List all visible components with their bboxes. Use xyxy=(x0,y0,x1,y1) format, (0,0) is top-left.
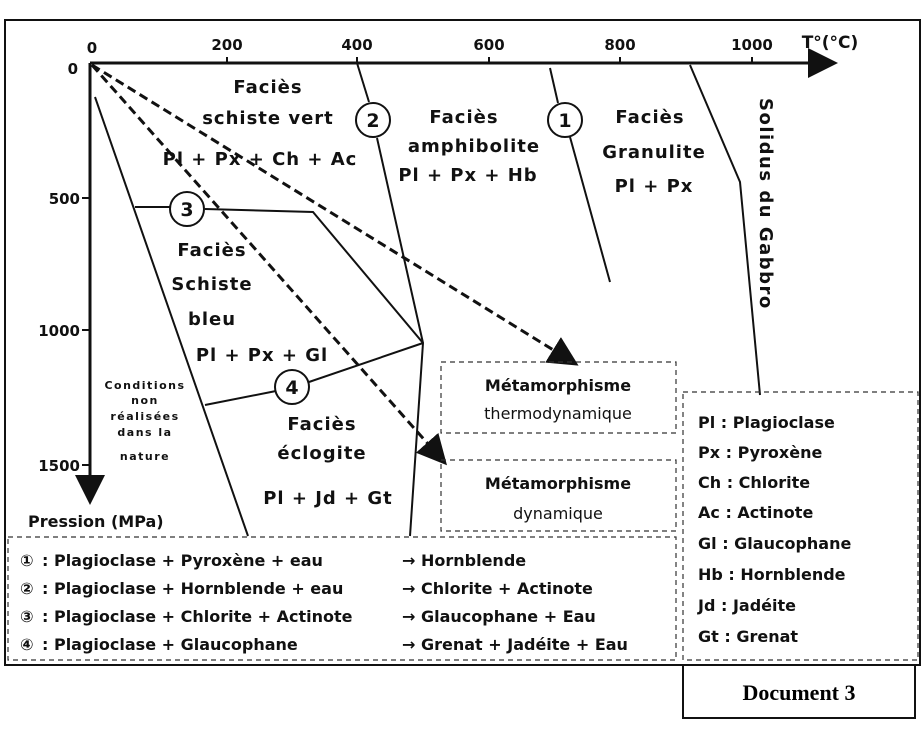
facies-schiste-vert-minerals: Pl + Px + Ch + Ac xyxy=(163,149,358,170)
metamorphisme-dyn-title: Métamorphisme xyxy=(485,474,631,493)
facies-amphibolite-name: amphibolite xyxy=(408,136,540,157)
x-tick: 400 xyxy=(341,36,372,54)
boundary-non-realisees xyxy=(94,96,249,537)
reaction-lhs: : Plagioclase + Chlorite + Actinote xyxy=(42,607,353,626)
boundary-3 xyxy=(204,208,424,344)
reaction-rhs: → Chlorite + Actinote xyxy=(402,579,593,598)
arrow-dynamique xyxy=(90,64,447,466)
legend-item: Ac : Actinote xyxy=(698,503,813,522)
facies-schiste-bleu-name: Schiste xyxy=(171,274,252,295)
reaction-lhs: : Plagioclase + Pyroxène + eau xyxy=(42,551,323,570)
y-axis-label: Pression (MPa) xyxy=(28,512,164,531)
reaction-num: ① xyxy=(20,551,34,570)
non-realisees-text: non xyxy=(131,394,159,407)
facies-amphibolite-minerals: Pl + Px + Hb xyxy=(398,165,537,186)
non-realisees-text: réalisées xyxy=(110,410,179,423)
solidus-line xyxy=(689,64,761,396)
facies-eclogite: Faciès xyxy=(287,414,356,435)
box-thermodynamique xyxy=(440,361,677,434)
document-label: Document 3 xyxy=(742,680,855,705)
facies-granulite-name: Granulite xyxy=(602,142,706,163)
x-tick: 0 xyxy=(87,39,97,57)
facies-granulite-minerals: Pl + Px xyxy=(615,176,694,197)
facies-eclogite-name: éclogite xyxy=(277,443,366,464)
x-tick: 800 xyxy=(604,36,635,54)
document-label-box xyxy=(682,664,916,719)
legend-item: Px : Pyroxène xyxy=(698,443,822,462)
reaction-lhs: : Plagioclase + Hornblende + eau xyxy=(42,579,343,598)
marker-4 xyxy=(274,369,310,405)
facies-schiste-bleu-name2: bleu xyxy=(188,309,236,330)
marker-4-label: 4 xyxy=(285,377,298,399)
facies-schiste-bleu-minerals: Pl + Px + Gl xyxy=(196,345,328,366)
marker-1 xyxy=(547,102,583,138)
x-axis-label: T°(°C) xyxy=(802,33,859,53)
facies-granulite: Faciès xyxy=(615,107,684,128)
metamorphisme-thermo-sub: thermodynamique xyxy=(484,404,632,423)
reaction-rhs: → Hornblende xyxy=(402,551,526,570)
non-realisees-text: dans la xyxy=(117,426,172,439)
legend-item: Pl : Plagioclase xyxy=(698,413,835,432)
facies-eclogite-minerals: Pl + Jd + Gt xyxy=(263,488,393,509)
reaction-rhs: → Grenat + Jadéite + Eau xyxy=(402,635,628,654)
reaction-num: ④ xyxy=(20,635,34,654)
marker-1-label: 1 xyxy=(558,110,571,132)
legend-item: Ch : Chlorite xyxy=(698,473,810,492)
metamorphisme-thermo-title: Métamorphisme xyxy=(485,376,631,395)
reactions-box xyxy=(7,536,677,661)
reaction-rhs: → Glaucophane + Eau xyxy=(402,607,596,626)
reaction-num: ② xyxy=(20,579,34,598)
y-tick: 1500 xyxy=(38,457,80,475)
non-realisees-text: Conditions xyxy=(104,379,185,392)
facies-schiste-bleu: Faciès xyxy=(177,240,246,261)
y-tick: 1000 xyxy=(38,322,80,340)
reaction-num: ③ xyxy=(20,607,34,626)
x-tick: 1000 xyxy=(731,36,773,54)
y-tick: 0 xyxy=(68,60,78,78)
facies-amphibolite: Faciès xyxy=(429,107,498,128)
x-tick: 600 xyxy=(473,36,504,54)
outer-border xyxy=(4,19,921,666)
legend-item: Hb : Hornblende xyxy=(698,565,846,584)
box-dynamique xyxy=(440,459,677,532)
boundary-1 xyxy=(569,136,611,283)
facies-schiste-vert-name: schiste vert xyxy=(202,108,334,129)
reaction-lhs: : Plagioclase + Glaucophane xyxy=(42,635,298,654)
facies-schiste-vert: Faciès xyxy=(233,77,302,98)
boundary-2-bottom xyxy=(376,137,425,537)
x-tick: 200 xyxy=(211,36,242,54)
solidus-label: Solidus du Gabbro xyxy=(755,98,776,310)
metamorphisme-dyn-sub: dynamique xyxy=(513,504,603,523)
marker-3-label: 3 xyxy=(180,199,193,221)
legend-item: Jd : Jadéite xyxy=(697,596,796,615)
marker-2-label: 2 xyxy=(366,110,379,132)
legend-item: Gl : Glaucophane xyxy=(698,534,851,553)
marker-2 xyxy=(355,102,391,138)
arrow-thermodynamique xyxy=(91,63,579,366)
legend-box xyxy=(682,391,919,661)
marker-3 xyxy=(169,191,205,227)
boundary-2-top xyxy=(356,62,370,103)
boundary-4 xyxy=(308,342,424,383)
non-realisees-text: nature xyxy=(120,450,170,463)
y-tick: 500 xyxy=(49,190,80,208)
legend-item: Gt : Grenat xyxy=(698,627,798,646)
